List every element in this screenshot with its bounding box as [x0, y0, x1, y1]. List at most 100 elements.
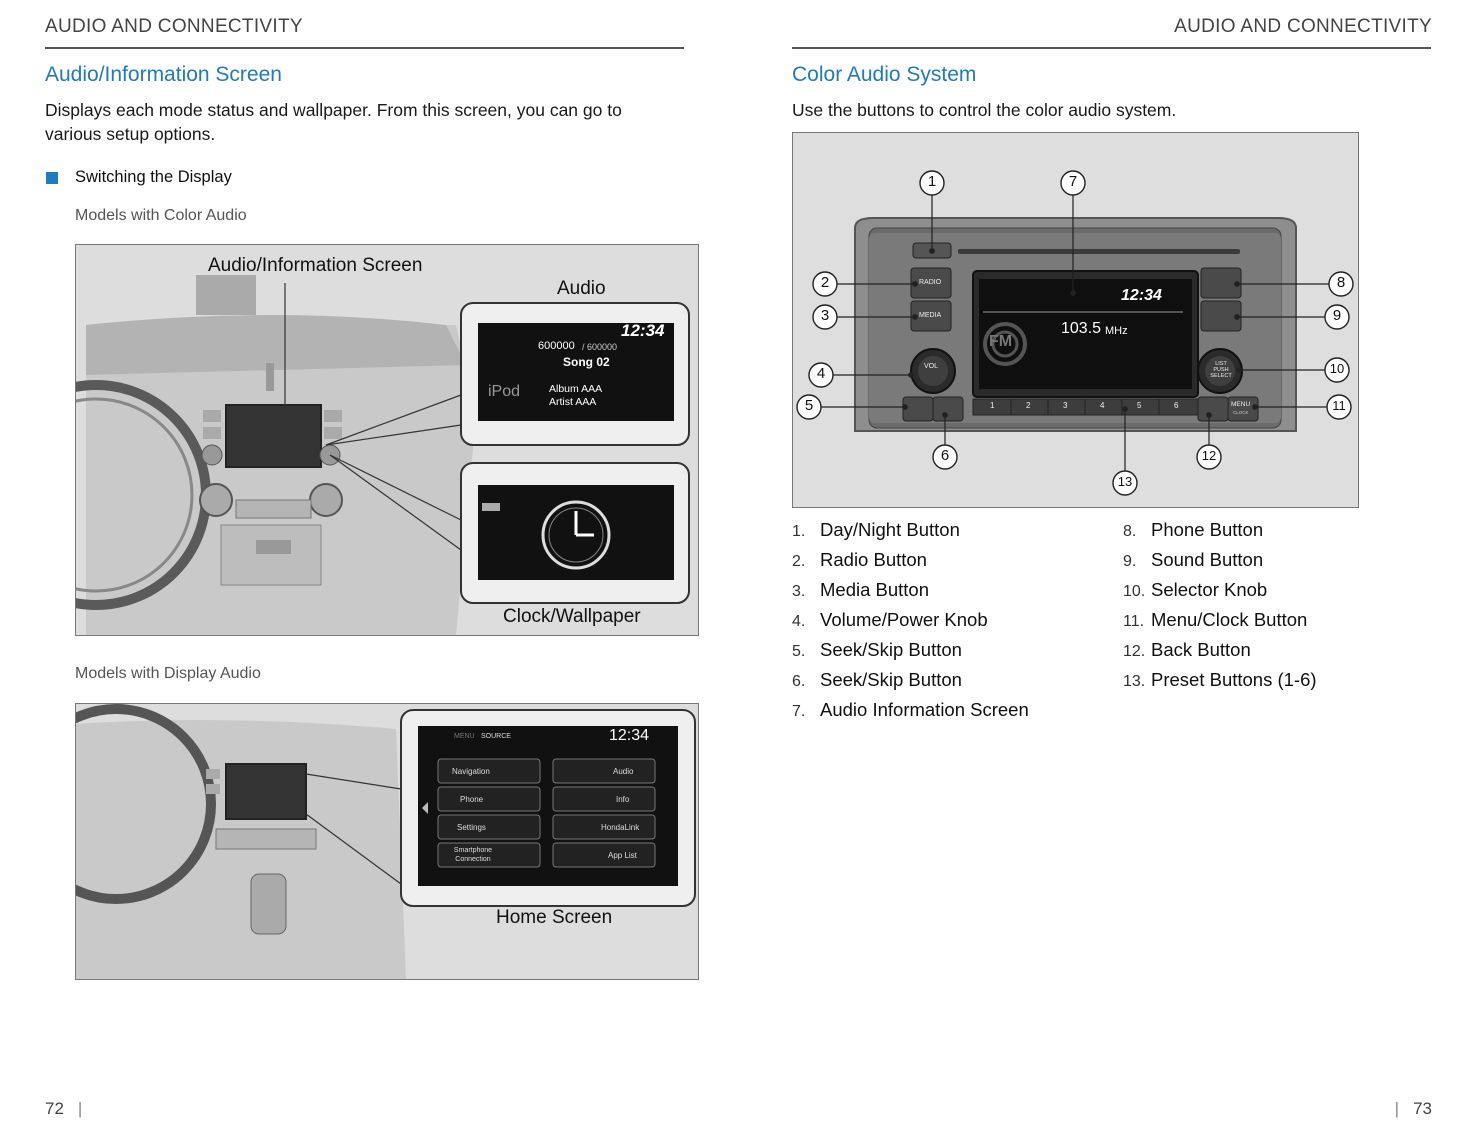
clock-wallpaper-label: Clock/Wallpaper — [503, 606, 641, 627]
left-page-title: Audio/Information Screen — [45, 63, 282, 86]
legend-label: Preset Buttons (1-6) — [1151, 669, 1317, 690]
audio-screen-track-count: 600000 — [538, 340, 575, 352]
color-audio-unit-diagram: 1 7 2 3 4 5 6 13 8 9 10 11 12 RADIO MEDI… — [792, 132, 1359, 508]
tile-settings[interactable]: Settings — [457, 823, 486, 832]
legend-label: Selector Knob — [1151, 579, 1268, 600]
color-audio-dashboard-figure: Audio/Information Screen Audio Clock/Wal… — [75, 244, 699, 636]
right-section-header: AUDIO AND CONNECTIVITY — [1174, 16, 1432, 37]
preset-1[interactable]: 1 — [990, 401, 995, 410]
legend-label: Seek/Skip Button — [820, 639, 962, 660]
legend-item: 4. Volume/Power Knob — [792, 609, 988, 631]
callout-9: 9 — [1332, 307, 1342, 324]
legend-number: 9. — [1123, 553, 1137, 570]
legend-item: 5. Seek/Skip Button — [792, 639, 962, 661]
callout-10: 10 — [1329, 361, 1345, 376]
audio-screen-song: Song 02 — [563, 355, 610, 369]
callout-6: 6 — [940, 447, 950, 464]
callout-8: 8 — [1336, 274, 1346, 291]
vol-knob[interactable]: VOL — [924, 363, 939, 370]
radio-button[interactable]: RADIO — [919, 279, 942, 286]
left-header-rule — [45, 47, 684, 49]
tile-smartphone-connection[interactable]: Smartphone Connection — [453, 847, 493, 863]
right-intro: Use the buttons to control the color aud… — [792, 100, 1177, 120]
legend-label: Media Button — [820, 579, 930, 600]
display-audio-dashboard-figure: Home Screen 12:34 MENU SOURCE Navigation… — [75, 703, 699, 980]
audio-screen-source: iPod — [488, 383, 521, 400]
legend-item: 8. Phone Button — [1123, 519, 1263, 541]
legend-number: 8. — [1123, 523, 1137, 540]
legend-label: Back Button — [1151, 639, 1251, 660]
tile-app-list[interactable]: App List — [608, 851, 637, 860]
callout-11: 11 — [1332, 398, 1346, 413]
legend-label: Day/Night Button — [820, 519, 960, 540]
legend-label: Sound Button — [1151, 549, 1264, 570]
right-header-rule — [792, 47, 1431, 49]
legend-item: 6. Seek/Skip Button — [792, 669, 962, 691]
legend-item: 2.Radio Button — [792, 549, 927, 571]
legend-number: 12. — [1123, 643, 1146, 660]
home-screen-label: Home Screen — [496, 907, 613, 928]
display-time: 12:34 — [1121, 287, 1162, 304]
tile-hondalink[interactable]: HondaLink — [601, 823, 640, 832]
audio-screen-track-total: / 600000 — [582, 342, 618, 352]
left-intro-line2: various setup options. — [45, 124, 216, 144]
legend-number: 10. — [1123, 583, 1146, 600]
legend-item: 3. Media Button — [792, 579, 929, 601]
preset-3[interactable]: 3 — [1063, 401, 1068, 410]
legend-number: 3. — [792, 583, 806, 600]
legend-item: 12. Back Button — [1123, 639, 1251, 661]
legend-label: Radio Button — [820, 549, 927, 570]
clock-button[interactable]: CLOCK — [1233, 410, 1249, 415]
left-page-number: 72 | — [45, 1099, 82, 1119]
tile-info[interactable]: Info — [616, 795, 630, 804]
legend-number: 7. — [792, 703, 806, 720]
audio-info-screen-label: Audio/Information Screen — [208, 255, 423, 276]
home-screen-time: 12:34 — [609, 727, 650, 744]
legend-label: Volume/Power Knob — [820, 609, 988, 630]
callout-1: 1 — [927, 173, 937, 190]
list-select-knob[interactable]: LIST PUSH SELECT — [1210, 361, 1232, 379]
preset-2[interactable]: 2 — [1026, 401, 1031, 410]
right-page-title: Color Audio System — [792, 63, 977, 86]
home-menu-tab[interactable]: MENU — [454, 733, 475, 740]
callout-3: 3 — [820, 307, 830, 324]
menu-button[interactable]: MENU — [1231, 401, 1251, 408]
legend-label: Seek/Skip Button — [820, 669, 962, 690]
audio-screen-album: Album AAA — [549, 383, 603, 395]
legend-number: 4. — [792, 613, 806, 630]
preset-5[interactable]: 5 — [1137, 401, 1142, 410]
preset-4[interactable]: 4 — [1100, 401, 1105, 410]
audio-screen-artist: Artist AAA — [549, 396, 597, 408]
callout-4: 4 — [816, 365, 826, 382]
media-button[interactable]: MEDIA — [919, 312, 942, 319]
display-frequency: 103.5 — [1061, 320, 1102, 337]
audio-screen-time: 12:34 — [621, 321, 665, 340]
tile-navigation[interactable]: Navigation — [452, 767, 490, 776]
legend-number: 5. — [792, 643, 806, 660]
legend-item: 10. Selector Knob — [1123, 579, 1267, 601]
legend-item: 11.Menu/Clock Button — [1123, 609, 1307, 631]
preset-6[interactable]: 6 — [1174, 401, 1179, 410]
legend-number: 1. — [792, 523, 806, 540]
tile-audio[interactable]: Audio — [613, 767, 634, 776]
tile-phone[interactable]: Phone — [460, 795, 484, 804]
legend-number: 11. — [1123, 613, 1145, 630]
legend-number: 6. — [792, 673, 806, 690]
legend-item: 9. Sound Button — [1123, 549, 1263, 571]
legend-number: 13. — [1123, 673, 1146, 690]
display-unit: MHz — [1105, 325, 1128, 337]
left-page-number-value: 72 — [45, 1099, 64, 1118]
legend-item: 13. Preset Buttons (1-6) — [1123, 669, 1317, 691]
legend-item: 7.Audio Information Screen — [792, 699, 1029, 721]
bullet-square-icon — [46, 172, 58, 184]
home-source-tab[interactable]: SOURCE — [481, 733, 511, 740]
right-page-number-value: 73 — [1413, 1099, 1432, 1118]
display-band: FM — [989, 333, 1013, 350]
bullet-heading: Switching the Display — [75, 168, 232, 186]
legend-label: Phone Button — [1151, 519, 1264, 540]
callout-12: 12 — [1201, 448, 1217, 463]
page-separator: | — [77, 1099, 83, 1118]
audio-callout-label: Audio — [557, 278, 606, 299]
legend-item: 1. Day/Night Button — [792, 519, 960, 541]
callout-2: 2 — [820, 274, 830, 291]
